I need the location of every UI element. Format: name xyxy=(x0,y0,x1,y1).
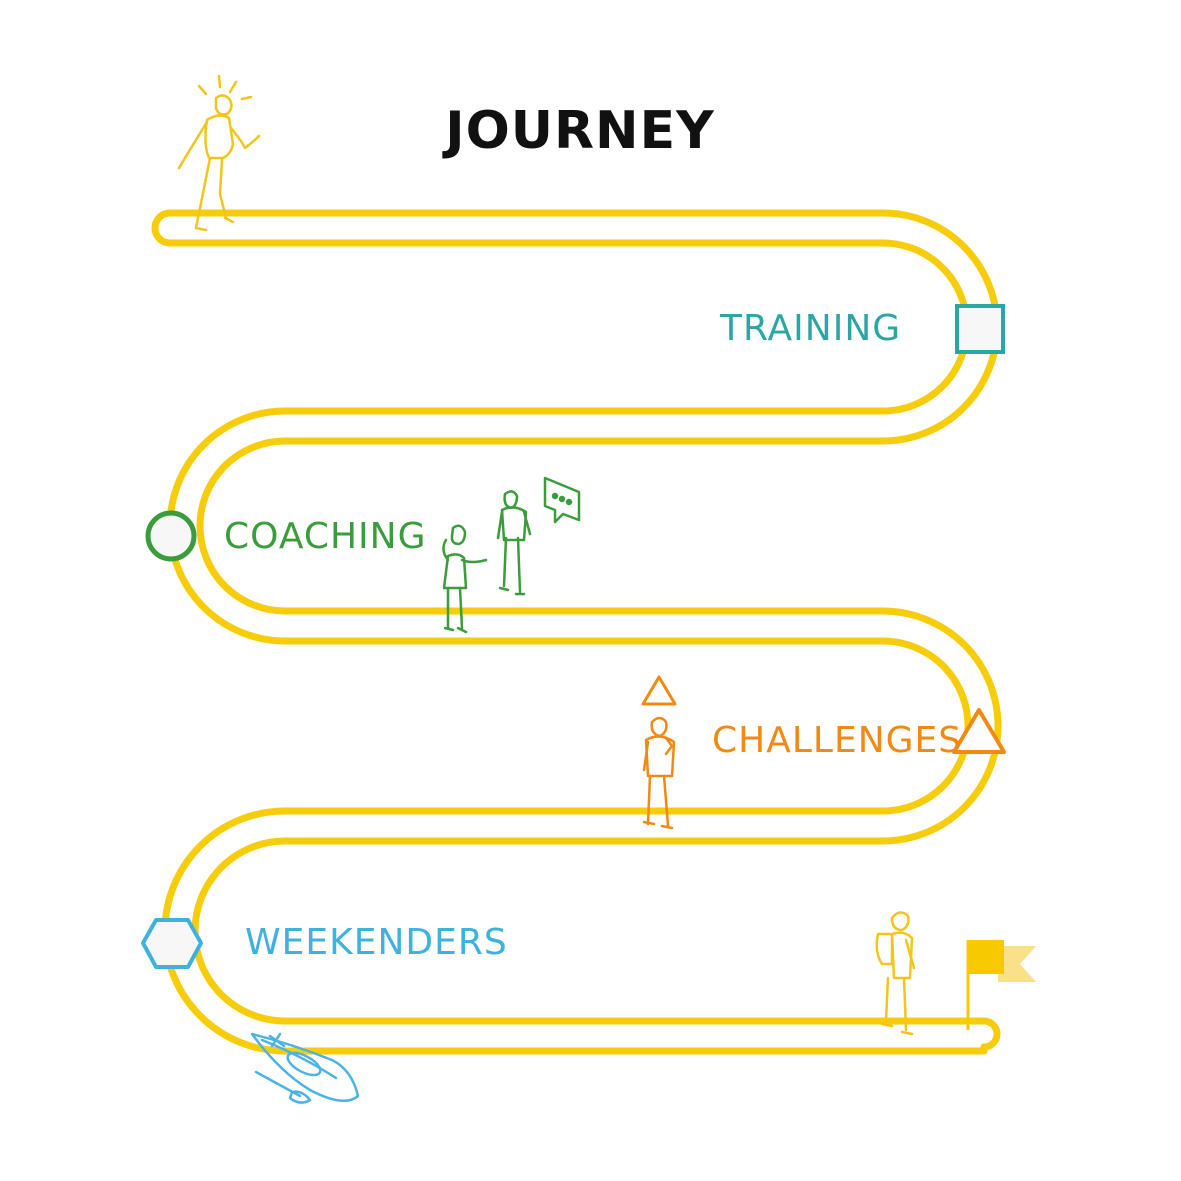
talking-people-icon xyxy=(442,490,532,634)
stage-weekenders: Weekenders xyxy=(141,918,508,969)
stage-label-challenges: Challenges xyxy=(712,720,962,761)
stage-label-weekenders: Weekenders xyxy=(245,922,508,963)
stage-training: Training xyxy=(719,304,1005,354)
triangle-marker xyxy=(952,708,1006,754)
stage-coaching: Coaching xyxy=(145,510,426,562)
small-triangle-icon xyxy=(641,675,677,706)
kayak-icon xyxy=(250,1032,360,1104)
hiker-icon xyxy=(875,911,916,1036)
hexagon-marker xyxy=(141,918,203,969)
diagram-title: Journey xyxy=(442,101,715,161)
square-marker xyxy=(955,304,1005,354)
stage-label-coaching: Coaching xyxy=(224,516,426,557)
speech-bubble-icon xyxy=(543,476,581,524)
winding-road xyxy=(151,209,1002,1055)
finish-flag-icon xyxy=(966,940,1036,1030)
circle-marker xyxy=(145,510,197,562)
walking-person-icon xyxy=(177,74,261,232)
stage-label-training: Training xyxy=(719,308,901,349)
stage-challenges: Challenges xyxy=(641,675,1006,761)
thinking-person-icon xyxy=(642,716,676,830)
